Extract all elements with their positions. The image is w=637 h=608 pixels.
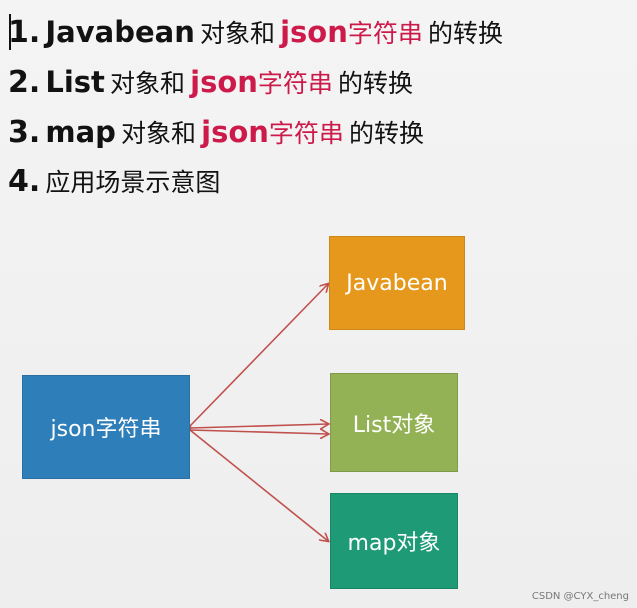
item-number: 1. xyxy=(8,15,41,50)
item-suffix: 的转换 xyxy=(338,69,414,98)
arrow-to-list-secondary xyxy=(189,430,328,434)
list-object-box: List对象 xyxy=(330,373,458,472)
list-item: 4. 应用场景示意图 xyxy=(8,160,503,210)
item-suffix: 应用场景示意图 xyxy=(45,168,221,197)
list-item: 3. map 对象和 json字符串 的转换 xyxy=(8,110,503,160)
item-number: 4. xyxy=(8,164,41,199)
javabean-label: Javabean xyxy=(346,270,448,296)
item-json-string: 字符串 xyxy=(268,119,344,148)
map-object-label: map对象 xyxy=(347,531,441,556)
item-term: List xyxy=(45,65,105,99)
item-term: Javabean xyxy=(45,15,195,49)
text-cursor xyxy=(9,14,11,50)
item-number: 3. xyxy=(8,115,41,150)
item-json-term: json xyxy=(201,115,269,149)
arrow-to-map xyxy=(190,430,328,541)
json-string-box: json字符串 xyxy=(22,375,190,479)
item-connector: 对象和 xyxy=(110,69,186,98)
json-string-label: json字符串 xyxy=(50,417,162,442)
item-json-string: 字符串 xyxy=(347,19,423,48)
list-item: 1. Javabean 对象和 json字符串 的转换 xyxy=(8,10,503,60)
list-object-label: List对象 xyxy=(352,412,436,438)
arrow-to-javabean xyxy=(190,284,328,426)
arrow-to-list xyxy=(190,424,328,428)
item-number: 2. xyxy=(8,65,41,100)
list-item: 2. List 对象和 json字符串 的转换 xyxy=(8,60,503,110)
item-term: map xyxy=(45,115,116,149)
item-json-term: json xyxy=(280,15,348,49)
item-suffix: 的转换 xyxy=(349,119,425,148)
topic-list: 1. Javabean 对象和 json字符串 的转换 2. List 对象和 … xyxy=(8,10,503,210)
item-suffix: 的转换 xyxy=(427,19,503,48)
item-connector: 对象和 xyxy=(121,119,197,148)
javabean-box: Javabean xyxy=(329,236,465,330)
map-object-box: map对象 xyxy=(330,493,458,589)
watermark: CSDN @CYX_cheng xyxy=(531,591,629,602)
item-connector: 对象和 xyxy=(199,19,275,48)
item-json-string: 字符串 xyxy=(257,69,333,98)
item-json-term: json xyxy=(190,65,258,99)
